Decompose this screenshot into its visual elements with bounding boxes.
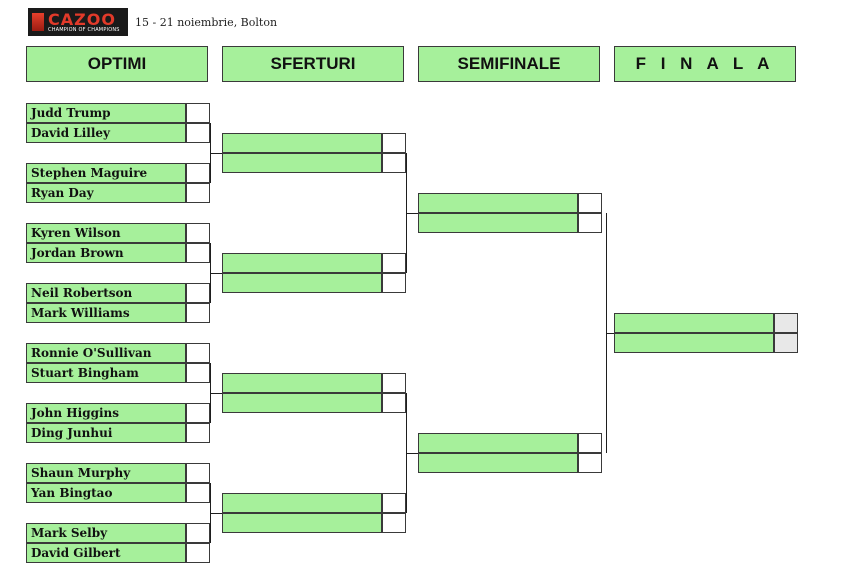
player-name: Yan Bingtao — [26, 483, 186, 503]
score-box — [578, 213, 602, 233]
bracket-connector — [210, 513, 222, 514]
score-box — [186, 163, 210, 183]
score-box — [186, 463, 210, 483]
logo-tagline: CHAMPION OF CHAMPIONS — [48, 27, 120, 33]
score-box — [186, 343, 210, 363]
player-name: Mark Williams — [26, 303, 186, 323]
score-box — [578, 453, 602, 473]
bracket-connector — [210, 393, 222, 394]
score-box — [382, 513, 406, 533]
player-name: Kyren Wilson — [26, 223, 186, 243]
score-box — [186, 103, 210, 123]
player-name: Ronnie O'Sullivan — [26, 343, 186, 363]
score-box — [186, 223, 210, 243]
player-name: Ding Junhui — [26, 423, 186, 443]
player-name: John Higgins — [26, 403, 186, 423]
bracket-connector — [210, 273, 222, 274]
score-box — [186, 363, 210, 383]
player-name-empty — [222, 373, 382, 393]
player-name-empty — [222, 273, 382, 293]
bracket-connector — [606, 333, 614, 334]
score-box — [186, 303, 210, 323]
score-box — [774, 313, 798, 333]
player-name: Stephen Maguire — [26, 163, 186, 183]
score-box — [186, 283, 210, 303]
score-box — [186, 243, 210, 263]
player-name-empty — [222, 253, 382, 273]
player-name-empty — [222, 133, 382, 153]
cazoo-logo-mark-icon — [32, 13, 44, 31]
player-name: Jordan Brown — [26, 243, 186, 263]
player-name: David Gilbert — [26, 543, 186, 563]
player-name: David Lilley — [26, 123, 186, 143]
player-name: Ryan Day — [26, 183, 186, 203]
player-name-empty — [222, 393, 382, 413]
player-name-empty — [614, 313, 774, 333]
score-box — [186, 403, 210, 423]
bracket-connector — [210, 153, 222, 154]
score-box — [382, 493, 406, 513]
player-name-empty — [222, 153, 382, 173]
score-box — [578, 433, 602, 453]
score-box — [382, 273, 406, 293]
score-box — [382, 373, 406, 393]
logo-name: CAZOO — [48, 10, 116, 29]
cazoo-logo: CAZOO CHAMPION OF CHAMPIONS — [28, 8, 128, 36]
score-box — [186, 423, 210, 443]
player-name: Stuart Bingham — [26, 363, 186, 383]
player-name-empty — [222, 493, 382, 513]
score-box — [382, 153, 406, 173]
score-box — [578, 193, 602, 213]
player-name: Judd Trump — [26, 103, 186, 123]
score-box — [382, 253, 406, 273]
player-name-empty — [222, 513, 382, 533]
bracket-connector — [406, 213, 418, 214]
score-box — [186, 523, 210, 543]
player-name-empty — [418, 193, 578, 213]
player-name-empty — [418, 453, 578, 473]
player-name-empty — [614, 333, 774, 353]
player-name-empty — [418, 433, 578, 453]
round-header-sferturi: SFERTURI — [222, 46, 404, 82]
score-box — [186, 123, 210, 143]
bracket-connector — [406, 453, 418, 454]
score-box — [186, 543, 210, 563]
player-name-empty — [418, 213, 578, 233]
score-box — [774, 333, 798, 353]
score-box — [382, 133, 406, 153]
round-header-finala: F I N A L A — [614, 46, 796, 82]
player-name: Neil Robertson — [26, 283, 186, 303]
player-name: Shaun Murphy — [26, 463, 186, 483]
player-name: Mark Selby — [26, 523, 186, 543]
round-header-semifinale: SEMIFINALE — [418, 46, 600, 82]
score-box — [186, 183, 210, 203]
score-box — [186, 483, 210, 503]
round-header-optimi: OPTIMI — [26, 46, 208, 82]
score-box — [382, 393, 406, 413]
event-date-location: 15 - 21 noiembrie, Bolton — [135, 16, 278, 29]
